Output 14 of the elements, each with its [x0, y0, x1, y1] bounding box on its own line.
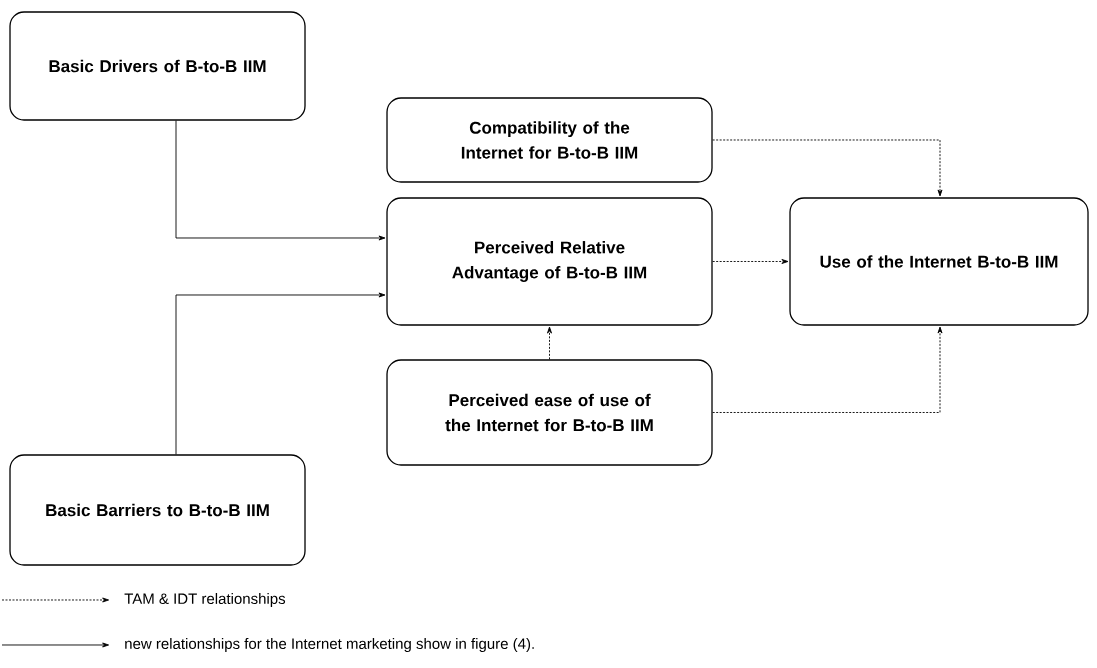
- arrow: [547, 326, 552, 360]
- arrow: [175, 292, 386, 455]
- legend-text: new relationships for the Internet marketing show in figure (4).: [125, 638, 534, 652]
- process-box: Perceived Relative Advantage of B-to-B IIM: [386, 197, 713, 326]
- process-box: Basic Drivers of B-to-B IIM: [9, 11, 306, 121]
- arrow: [712, 326, 943, 413]
- process-box: Basic Barriers to B-to-B IIM: [9, 454, 306, 566]
- arrow: [175, 120, 386, 241]
- legend-text: TAM & IDT relationships: [124, 593, 286, 607]
- process-box: Compatibility of the Internet for B-to-B IIM: [386, 97, 713, 183]
- arrow: [712, 139, 943, 197]
- process-box: Use of the Internet B-to-B IIM: [789, 197, 1089, 326]
- process-box: Perceived ease of use of the Internet for B-to-B IIM: [386, 359, 713, 466]
- arrow: [712, 259, 789, 264]
